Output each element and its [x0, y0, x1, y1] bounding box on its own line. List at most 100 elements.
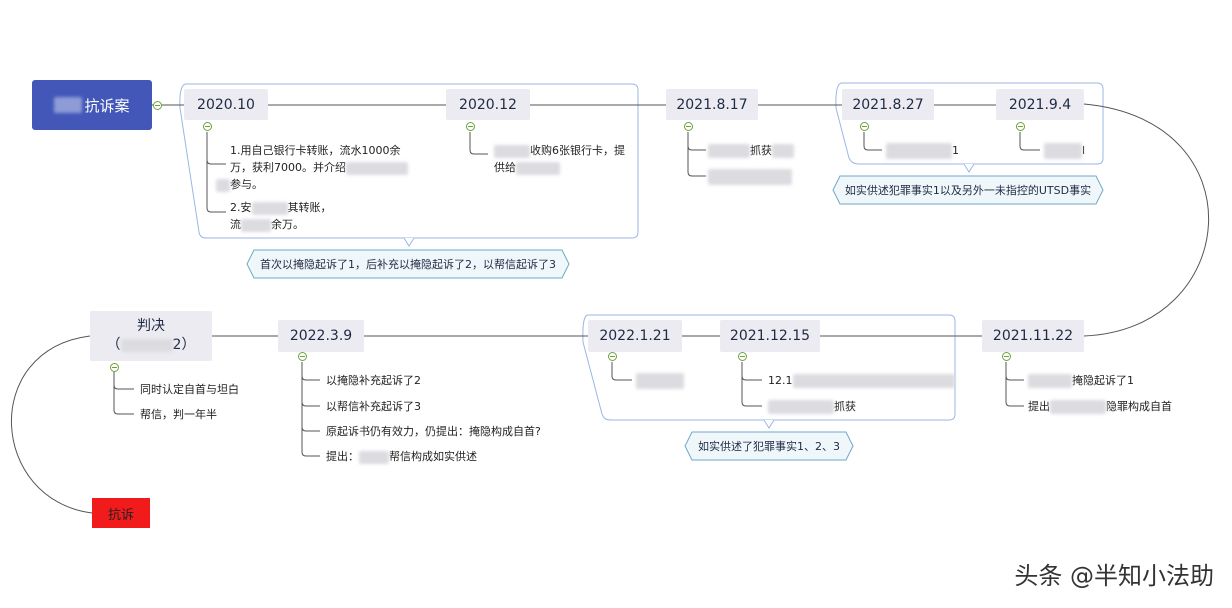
leaf-line: 万，获利7000。并介绍 — [230, 159, 408, 176]
collapse-icon[interactable] — [153, 101, 162, 110]
redacted-blur — [886, 143, 952, 159]
collapse-icon[interactable] — [203, 122, 212, 131]
node-2021-12-15[interactable]: 2021.12.15 — [720, 320, 820, 352]
node-label: 2021.8.27 — [852, 96, 924, 113]
verdict-subtitle: （ 2） — [107, 336, 196, 355]
leaf-text: l — [1082, 144, 1086, 157]
collapse-icon[interactable] — [738, 352, 747, 361]
leaf-text: 其转账， — [287, 201, 332, 214]
leaf-text: 掩隐起诉了1 — [1072, 374, 1134, 387]
leaf-2022-3-9-item2: 以帮信补充起诉了3 — [326, 400, 421, 413]
node-protest[interactable]: 抗诉 — [92, 498, 150, 528]
leaf-text: 帮信构成如实供述 — [389, 450, 477, 463]
timeline-left-curve — [11, 335, 93, 514]
note-3[interactable]: 如实供述了犯罪事实1、2、3 — [698, 440, 840, 453]
leaf-line: 参与。 — [216, 176, 408, 193]
note-2[interactable]: 如实供述犯罪事实1以及另外一未指控的UTSD事实 — [844, 184, 1092, 197]
leaf-verdict-item1: 同时认定自首与坦白 — [140, 383, 239, 396]
node-2021-8-27[interactable]: 2021.8.27 — [842, 89, 934, 120]
redacted-blur — [120, 338, 173, 352]
note-1-shape — [246, 249, 570, 279]
node-2022-3-9[interactable]: 2022.3.9 — [278, 320, 364, 352]
collapse-icon[interactable] — [1016, 122, 1025, 131]
leaf-text: 流 — [230, 218, 241, 231]
redacted-blur — [708, 169, 792, 185]
leaf-line: 2.安 其转账， — [230, 199, 332, 216]
node-label: 2022.3.9 — [289, 328, 353, 344]
leaf-text: 提出 — [1028, 400, 1050, 413]
verdict-paren-open: （ — [106, 337, 121, 353]
redacted-blur — [494, 144, 530, 158]
root-label: 抗诉案 — [84, 96, 130, 115]
boundary-2021-aug-sep — [835, 82, 1104, 165]
boundary-2020 — [179, 83, 639, 239]
collapse-icon[interactable] — [466, 122, 475, 131]
leaf-text: 12.1 — [768, 374, 793, 387]
node-2021-8-17[interactable]: 2021.8.17 — [666, 89, 758, 120]
redacted-blur — [516, 161, 560, 175]
collapse-icon[interactable] — [608, 352, 617, 361]
leaf-2022-3-9-item3: 原起诉书仍有效力，仍提出：掩隐构成自首? — [326, 425, 541, 438]
leaf-2021-9-4-item1: l — [1044, 142, 1085, 159]
redacted-blur — [708, 144, 750, 158]
boundary-2021-2022 — [582, 314, 956, 421]
node-verdict[interactable]: 判决 （ 2） — [90, 311, 212, 361]
leaf-line: 收购6张银行卡，提 — [494, 142, 625, 159]
root-node[interactable]: 抗诉案 — [32, 80, 152, 130]
node-label: 2020.12 — [459, 96, 517, 113]
node-2020-10[interactable]: 2020.10 — [184, 89, 268, 120]
leaf-2022-3-9-item1: 以掩隐补充起诉了2 — [326, 374, 421, 387]
verdict-paren-close: 2） — [172, 337, 196, 353]
verdict-title: 判决 — [137, 318, 165, 334]
node-label: 2021.8.17 — [676, 96, 748, 113]
leaf-text: 收购6张银行卡，提 — [530, 144, 625, 157]
leaf-text: 2.安 — [230, 201, 252, 214]
leaf-2022-1-21-item1 — [636, 372, 684, 389]
leaf-text: 余万。 — [271, 218, 304, 231]
node-label: 2021.9.4 — [1008, 96, 1072, 113]
collapse-icon[interactable] — [860, 122, 869, 131]
redacted-blur — [251, 201, 288, 215]
node-label: 2022.1.21 — [599, 328, 671, 344]
leaf-2022-3-9-item4: 提出： 帮信构成如实供述 — [326, 448, 477, 465]
note-1[interactable]: 首次以掩隐起诉了1，后补充以掩隐起诉了2，以帮信起诉了3 — [260, 258, 556, 271]
node-2020-12[interactable]: 2020.12 — [446, 89, 530, 120]
collapse-icon[interactable] — [1002, 352, 1011, 361]
watermark: 头条 @半知小法助 — [1014, 562, 1214, 590]
collapse-icon[interactable] — [298, 352, 307, 361]
leaf-verdict-item2: 帮信，判一年半 — [140, 408, 217, 421]
leaf-line: 流 余万。 — [230, 216, 332, 233]
leaf-text: 万，获利7000。并介绍 — [230, 161, 346, 174]
leaf-2020-12-item1: 收购6张银行卡，提 供给 — [494, 142, 625, 176]
collapse-icon[interactable] — [110, 363, 119, 372]
redacted-blur — [792, 374, 955, 388]
leaf-text: 参与。 — [230, 178, 263, 191]
redacted-blur — [1050, 400, 1106, 414]
leaf-2020-10-item1: 1.用自己银行卡转账，流水1000余 万，获利7000。并介绍 参与。 — [216, 142, 408, 193]
leaf-text: 提出： — [326, 450, 359, 463]
leaf-2021-8-17-item1: 抓获 — [708, 142, 794, 159]
redacted-blur — [1044, 143, 1082, 159]
redacted-blur — [768, 400, 834, 414]
node-label: 2021.12.15 — [729, 328, 811, 344]
note-2-shape — [832, 175, 1104, 205]
redacted-blur — [216, 178, 230, 192]
leaf-2021-8-27-item1: 1 — [886, 142, 959, 159]
node-label: 抗诉 — [107, 507, 134, 523]
leaf-text: 1 — [952, 144, 959, 157]
leaf-2020-10-item2: 2.安 其转账， 流 余万。 — [230, 199, 332, 233]
leaf-2021-12-15-item1: 12.1 — [768, 372, 955, 389]
leaf-line: 供给 — [494, 159, 625, 176]
node-2021-9-4[interactable]: 2021.9.4 — [996, 89, 1084, 120]
note-3-shape — [684, 431, 854, 461]
node-2022-1-21[interactable]: 2022.1.21 — [588, 320, 682, 352]
leaf-2021-12-15-item2: 抓获 — [768, 398, 856, 415]
collapse-icon[interactable] — [684, 122, 693, 131]
leaf-text: 抓获 — [834, 400, 856, 413]
leaf-2021-11-22-item1: 掩隐起诉了1 — [1028, 372, 1134, 389]
redacted-blur — [359, 450, 389, 464]
node-2021-11-22[interactable]: 2021.11.22 — [982, 320, 1084, 352]
node-label: 2021.11.22 — [992, 328, 1074, 344]
node-label: 2020.10 — [197, 96, 255, 113]
redacted-blur — [1028, 374, 1072, 388]
